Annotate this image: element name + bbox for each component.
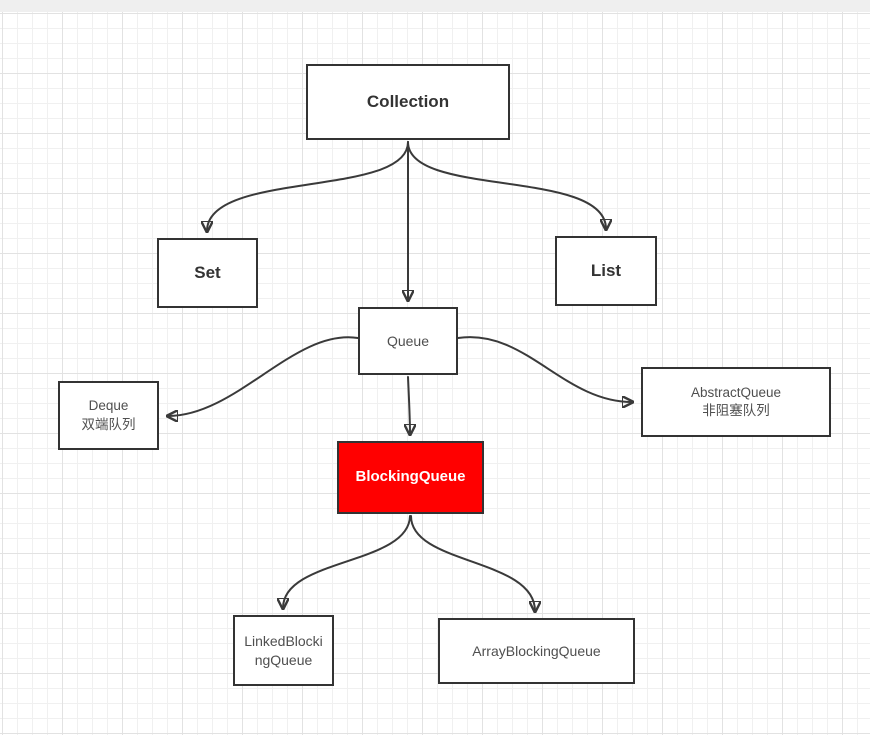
node-abstractqueue[interactable]: AbstractQueue 非阻塞队列	[641, 367, 831, 437]
node-set[interactable]: Set	[157, 238, 258, 308]
edge-collection-list[interactable]	[407, 141, 606, 229]
edge-queue-abstractqueue[interactable]	[457, 336, 632, 402]
node-deque-label: Deque 双端队列	[81, 398, 136, 432]
node-linkedblockingqueue-label: LinkedBlocki ngQueue	[244, 632, 323, 668]
canvas-top-strip	[0, 0, 870, 12]
node-linkedblockingqueue[interactable]: LinkedBlocki ngQueue	[233, 615, 334, 686]
node-queue-label: Queue	[386, 332, 430, 349]
node-blockingqueue-label: BlockingQueue	[355, 468, 466, 486]
node-set-label: Set	[194, 262, 221, 282]
edge-blockingqueue-arrayblockingqueue[interactable]	[410, 515, 535, 611]
node-queue[interactable]: Queue	[358, 307, 458, 375]
node-list-label: List	[590, 260, 622, 280]
node-blockingqueue[interactable]: BlockingQueue	[337, 441, 484, 514]
edge-collection-set[interactable]	[207, 141, 409, 231]
edge-blockingqueue-linkedblockingqueue[interactable]	[283, 515, 411, 608]
node-collection-label: Collection	[366, 91, 450, 111]
node-arrayblockingqueue-label: ArrayBlockingQueue	[472, 642, 601, 659]
edge-queue-blockingqueue[interactable]	[408, 376, 410, 434]
node-list[interactable]: List	[555, 236, 657, 306]
node-deque[interactable]: Deque 双端队列	[58, 381, 159, 450]
node-arrayblockingqueue[interactable]: ArrayBlockingQueue	[438, 618, 635, 684]
edge-queue-deque[interactable]	[168, 336, 359, 416]
node-abstractqueue-label: AbstractQueue 非阻塞队列	[690, 384, 782, 418]
node-collection[interactable]: Collection	[306, 64, 510, 140]
